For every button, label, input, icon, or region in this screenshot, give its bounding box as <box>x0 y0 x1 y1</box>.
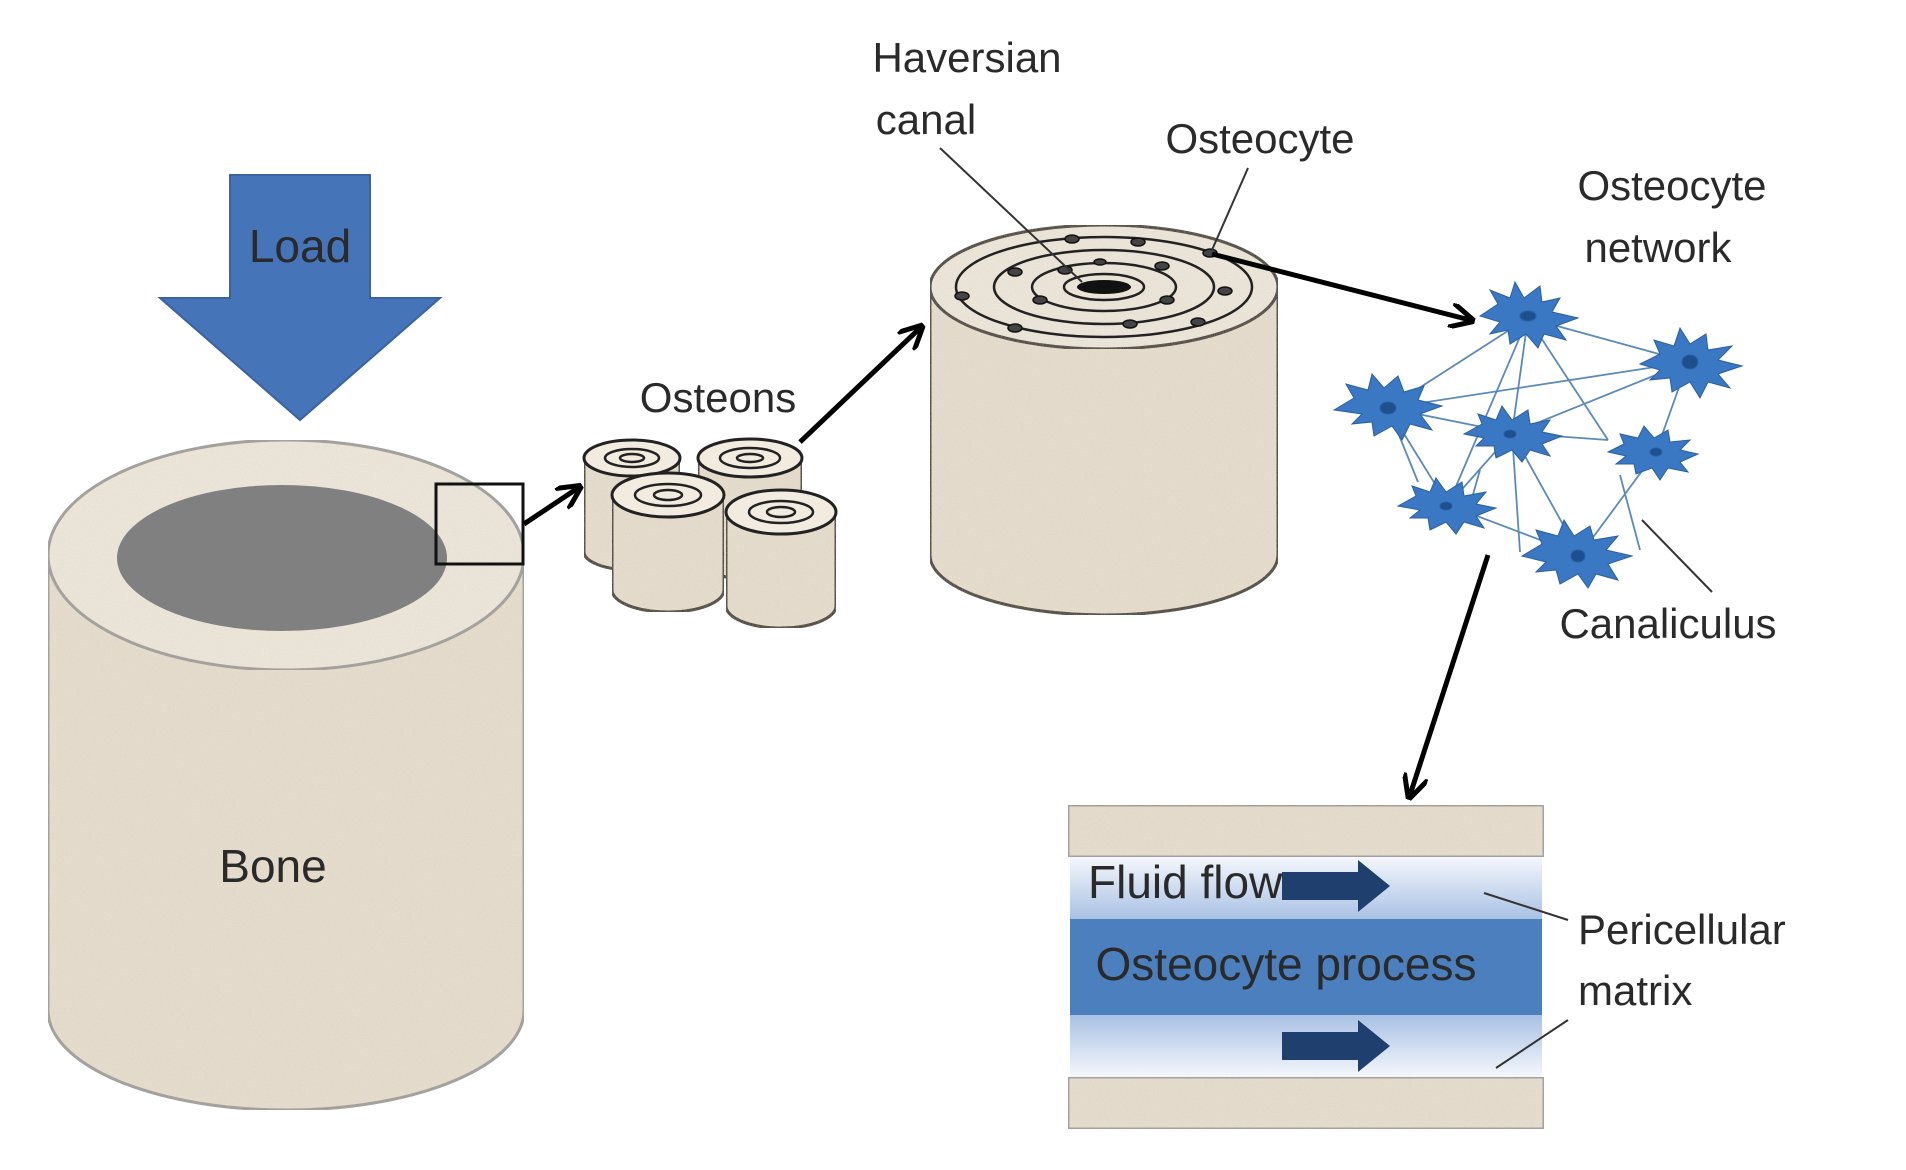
osteocyte-network <box>1332 280 1744 589</box>
flow-arrow-icon <box>1282 1020 1390 1072</box>
arrow-network-to-process <box>1410 554 1491 795</box>
osteocyte-cell <box>1478 280 1580 349</box>
bone-wall-bottom <box>1066 1075 1546 1131</box>
osteocyte-cell <box>1332 372 1444 441</box>
fluid-flow-label: Fluid flow <box>1088 856 1283 908</box>
haversian-canal <box>1077 280 1131 294</box>
osteocyte-cells <box>1332 280 1744 589</box>
pericellular-matrix-label-line2: matrix <box>1578 967 1692 1014</box>
osteocyte-process-label: Osteocyte process <box>1096 938 1477 990</box>
canaliculus-cross-section <box>1066 803 1546 1131</box>
pericellular-leader-bottom <box>1495 1019 1569 1069</box>
osteocyte-network-label-line2: network <box>1584 224 1732 271</box>
bone-wall-top <box>1066 803 1546 859</box>
osteocyte-leader <box>1211 167 1249 251</box>
arrow-osteocyte-to-network <box>1211 251 1470 320</box>
load-arrow-icon <box>157 174 443 422</box>
arrow-osteons-to-osteon <box>798 328 920 444</box>
osteons-group <box>582 437 838 630</box>
osteocyte-label: Osteocyte <box>1165 115 1354 162</box>
osteon <box>724 488 838 630</box>
osteocyte-cell <box>1462 404 1564 463</box>
bone-cylinder <box>46 438 526 1112</box>
load-label: Load <box>249 220 351 272</box>
flow-arrow-icon <box>1282 860 1390 912</box>
pericellular-leader-top <box>1483 892 1569 921</box>
haversian-canal-label-line2: canal <box>876 96 976 143</box>
osteocyte-process-band <box>1070 919 1542 1015</box>
osteocyte-cell <box>1520 518 1634 589</box>
haversian-canal-label-line1: Haversian <box>872 34 1061 81</box>
osteocyte-cell <box>1638 326 1744 400</box>
marrow-cavity <box>117 485 447 631</box>
canaliculus-label: Canaliculus <box>1559 600 1776 647</box>
osteons-label: Osteons <box>640 374 796 421</box>
arrow-bone-to-osteons <box>522 488 578 527</box>
zoom-box <box>434 482 525 566</box>
osteocyte-cell <box>1396 476 1498 535</box>
canaliculus-leader <box>1641 519 1713 593</box>
large-osteon <box>928 223 1280 617</box>
osteon <box>610 471 726 614</box>
osteocyte-network-label-line1: Osteocyte <box>1577 162 1766 209</box>
pericellular-matrix-label-line1: Pericellular <box>1578 906 1786 953</box>
osteocyte-lacunae <box>954 234 1233 333</box>
bone-label: Bone <box>219 840 326 892</box>
osteocyte-cell <box>1606 425 1700 481</box>
haversian-canal-leader <box>939 147 1083 283</box>
